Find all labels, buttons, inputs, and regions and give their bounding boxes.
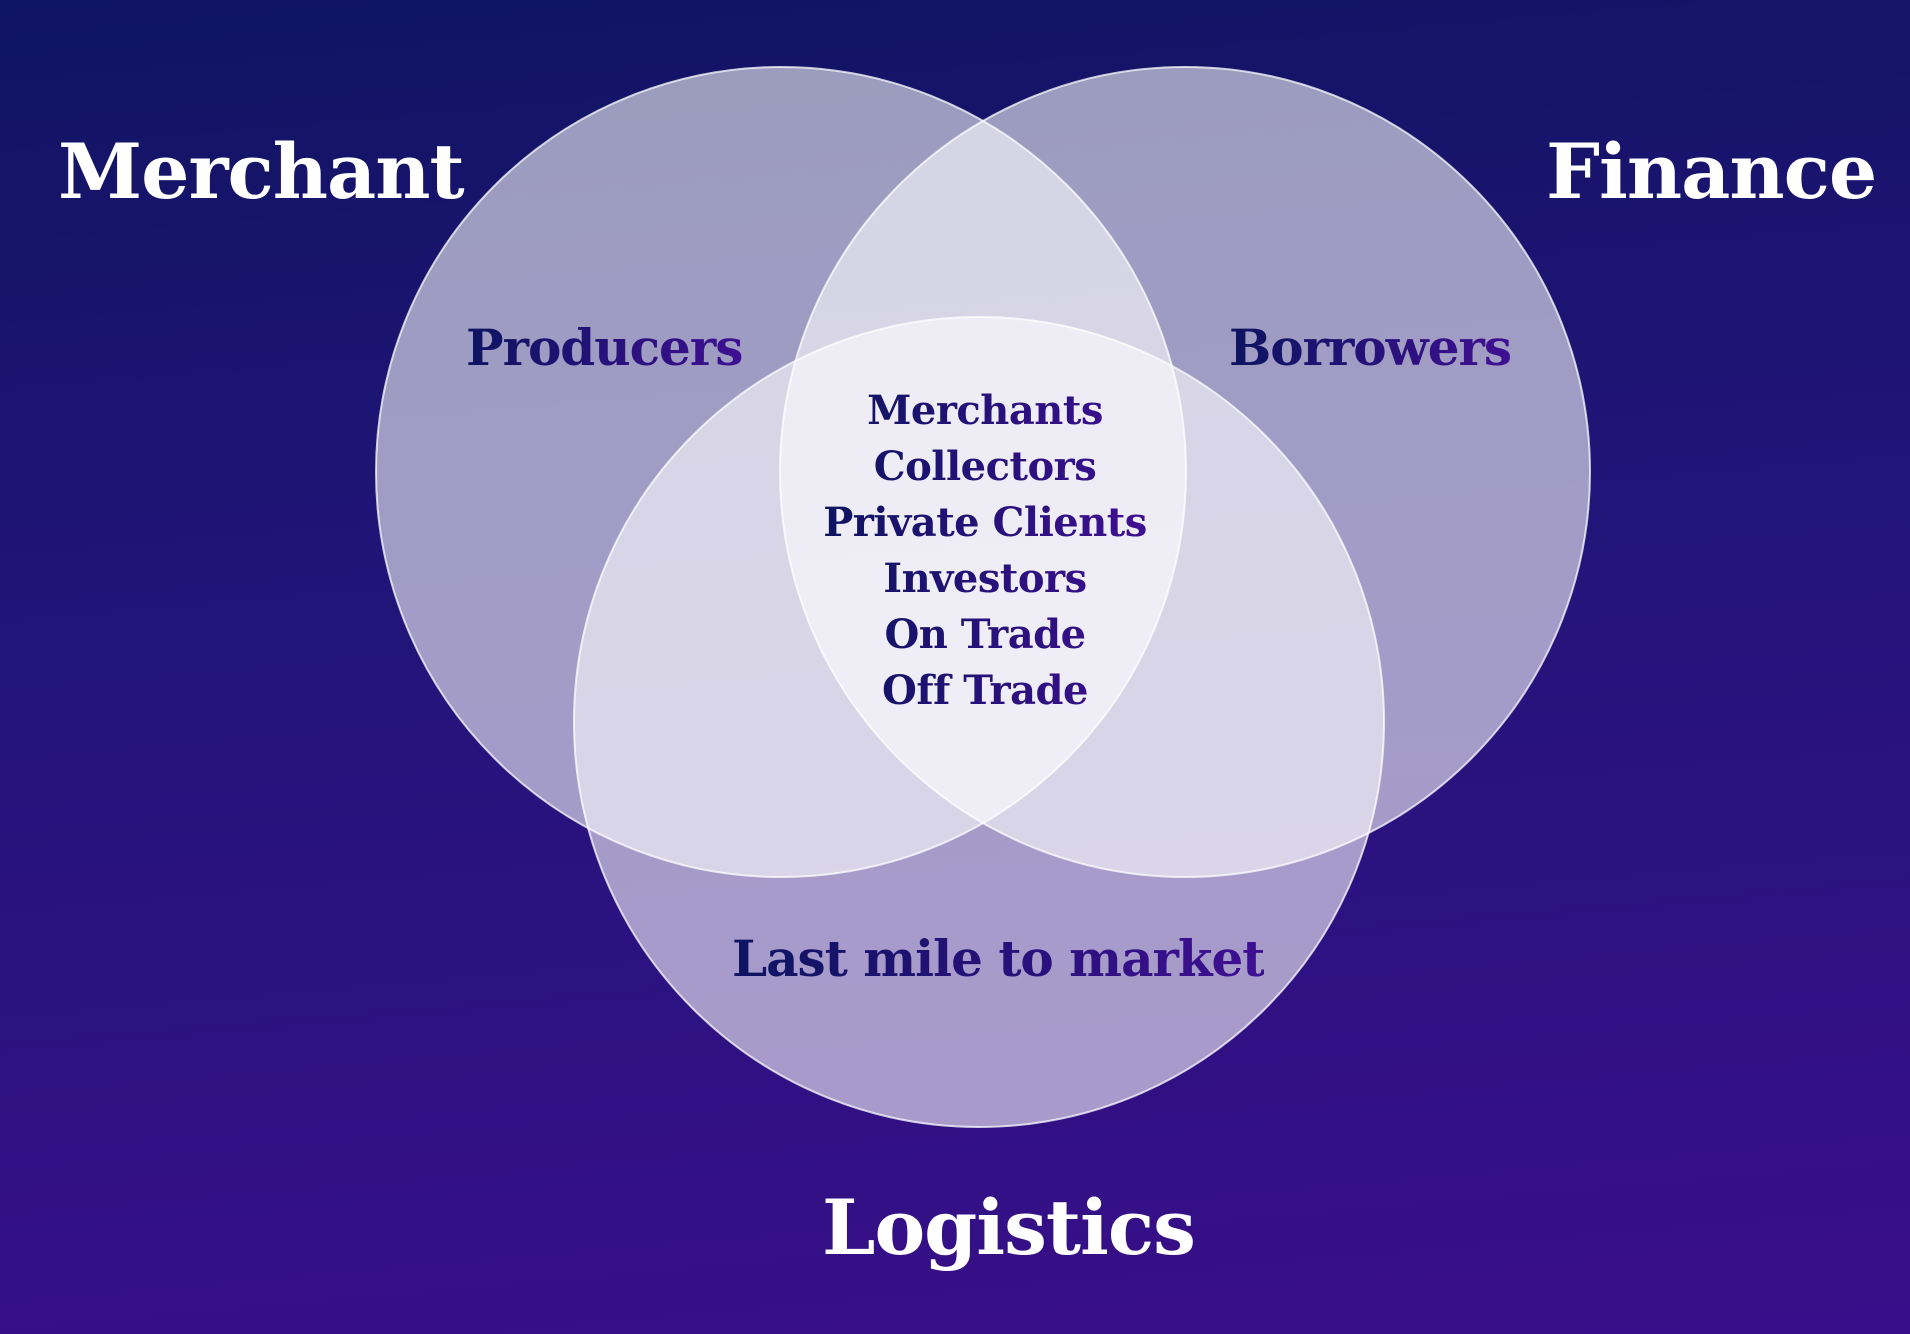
region-label-borrowers: Borrowers: [1229, 318, 1512, 377]
set-title-finance: Finance: [1546, 127, 1877, 216]
center-item: Private Clients: [823, 495, 1147, 551]
region-label-last-mile: Last mile to market: [732, 929, 1265, 988]
center-item: Collectors: [823, 439, 1147, 495]
center-item: Off Trade: [823, 663, 1147, 719]
center-item: Merchants: [823, 383, 1147, 439]
center-item: On Trade: [823, 607, 1147, 663]
circle-logistics: [573, 316, 1385, 1128]
set-title-merchant: Merchant: [58, 127, 465, 216]
center-item: Investors: [823, 551, 1147, 607]
center-intersection-list: Merchants Collectors Private Clients Inv…: [823, 383, 1147, 719]
set-title-logistics: Logistics: [822, 1183, 1196, 1272]
region-label-producers: Producers: [466, 318, 743, 377]
